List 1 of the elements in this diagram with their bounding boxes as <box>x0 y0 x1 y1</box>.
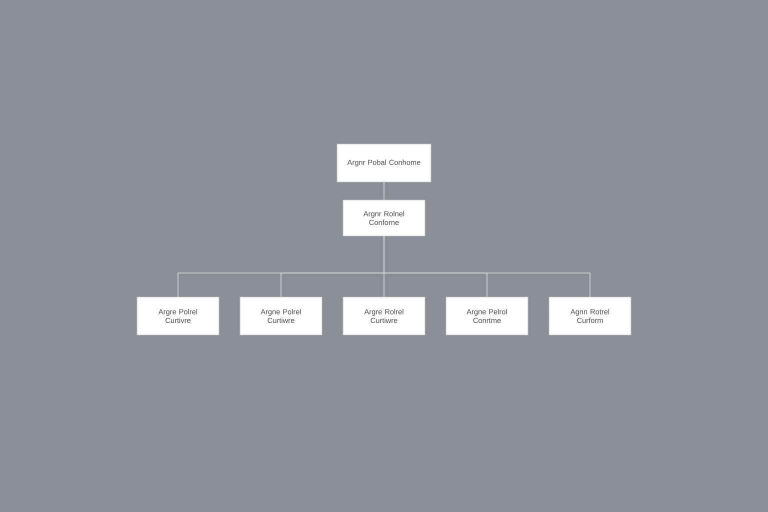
connector-line <box>384 236 590 298</box>
